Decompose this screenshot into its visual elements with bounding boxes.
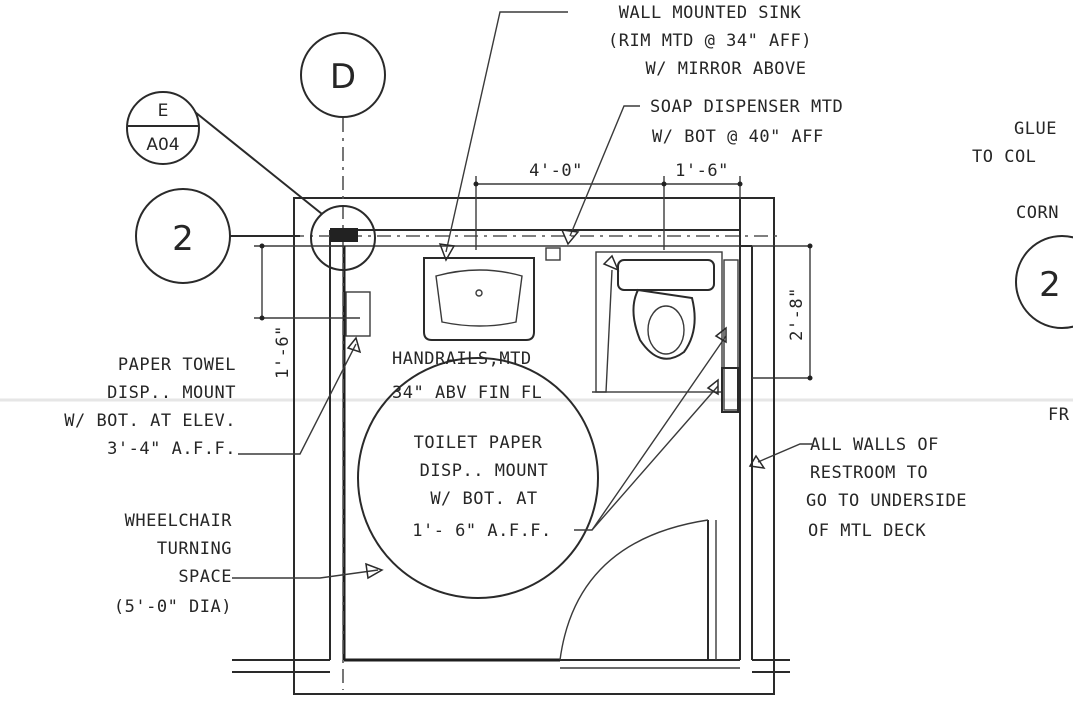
grid-bubble-d: D — [300, 32, 386, 118]
dim-depth-a: 2'-8" — [787, 287, 807, 341]
note-paper-towel-line-4: 3'-4" A.F.F. — [107, 439, 236, 459]
dim-width-a: 4'-0" — [529, 161, 583, 181]
paper-towel-dispenser — [345, 291, 371, 337]
note-sink: WALL MOUNTED SINK (RIM MTD @ 34" AFF) W/… — [608, 3, 812, 79]
wall-sink — [423, 257, 535, 341]
grab-bar — [723, 259, 739, 411]
note-cutoff-line-3: CORN — [1016, 203, 1059, 223]
note-wheelchair-line-2: TURNING — [157, 539, 232, 559]
note-paper-towel-line-2: DISP.. MOUNT — [107, 383, 236, 403]
note-cutoff-line-1: GLUE — [1014, 119, 1057, 139]
wheelchair-turning-circle — [357, 357, 599, 599]
column-marker — [330, 228, 358, 242]
grid-bubble-2-left-label: 2 — [172, 219, 194, 259]
note-soap-line-2: W/ BOT @ 40" AFF — [652, 127, 824, 147]
section-tag-detail: E — [158, 101, 169, 121]
note-toilet-paper-line-3: W/ BOT. AT — [430, 489, 537, 509]
section-tag-sheet: A04 — [146, 135, 179, 155]
note-sink-line-3: W/ MIRROR ABOVE — [645, 59, 806, 79]
note-cutoff-line-4: FR — [1048, 405, 1070, 425]
dim-width-b: 1'-6" — [675, 161, 729, 181]
note-walls-line-2: RESTROOM TO — [810, 463, 928, 483]
note-walls-line-4: OF MTL DECK — [808, 521, 926, 541]
leaders — [232, 11, 812, 580]
room-walls — [232, 197, 810, 695]
note-toilet-paper-line-4: 1'- 6" A.F.F. — [412, 521, 552, 541]
note-wheelchair: WHEELCHAIR TURNING SPACE (5'-0" DIA) — [114, 511, 232, 617]
door-swing — [559, 519, 717, 661]
note-toilet-paper-line-2: DISP.. MOUNT — [420, 461, 549, 481]
note-cutoff-right: GLUE TO COL CORN FR — [972, 119, 1070, 425]
note-handrails: HANDRAILS,MTD 34" ABV FIN FL — [392, 349, 542, 403]
section-tag: E A04 — [126, 91, 323, 215]
note-sink-line-1: WALL MOUNTED SINK — [619, 3, 802, 23]
dim-right: 2'-8" — [787, 243, 813, 381]
note-wheelchair-line-1: WHEELCHAIR — [125, 511, 233, 531]
grid-bubble-d-label: D — [330, 57, 356, 97]
grid-bubble-2-left: 2 — [135, 188, 300, 284]
note-soap: SOAP DISPENSER MTD W/ BOT @ 40" AFF — [650, 97, 843, 147]
soap-dispenser — [545, 247, 561, 261]
toilet-paper-dispenser — [721, 367, 739, 413]
note-sink-line-2: (RIM MTD @ 34" AFF) — [608, 31, 812, 51]
note-wheelchair-line-3: SPACE — [178, 567, 232, 587]
note-walls: ALL WALLS OF RESTROOM TO GO TO UNDERSIDE… — [806, 435, 967, 541]
dim-top: 4'-0" 1'-6" — [473, 161, 743, 250]
note-soap-line-1: SOAP DISPENSER MTD — [650, 97, 843, 117]
note-walls-line-3: GO TO UNDERSIDE — [806, 491, 967, 511]
note-cutoff-line-2: TO COL — [972, 147, 1036, 167]
dim-height-a: 1'-6" — [273, 325, 293, 379]
note-toilet-paper: TOILET PAPER DISP.. MOUNT W/ BOT. AT 1'-… — [412, 433, 552, 541]
note-handrails-line-2: 34" ABV FIN FL — [392, 383, 542, 403]
note-wheelchair-line-4: (5'-0" DIA) — [114, 597, 232, 617]
note-paper-towel: PAPER TOWEL DISP.. MOUNT W/ BOT. AT ELEV… — [64, 355, 236, 459]
column-circle — [310, 205, 376, 271]
toilet — [595, 251, 723, 393]
dim-left: 1'-6" — [254, 243, 360, 379]
grid-bubble-2-right-label: 2 — [1039, 265, 1061, 305]
note-handrails-line-1: HANDRAILS,MTD — [392, 349, 532, 369]
note-paper-towel-line-1: PAPER TOWEL — [118, 355, 236, 375]
note-walls-line-1: ALL WALLS OF — [810, 435, 939, 455]
grid-bubble-2-right: 2 — [1015, 235, 1073, 329]
note-paper-towel-line-3: W/ BOT. AT ELEV. — [64, 411, 236, 431]
note-toilet-paper-line-1: TOILET PAPER — [414, 433, 543, 453]
